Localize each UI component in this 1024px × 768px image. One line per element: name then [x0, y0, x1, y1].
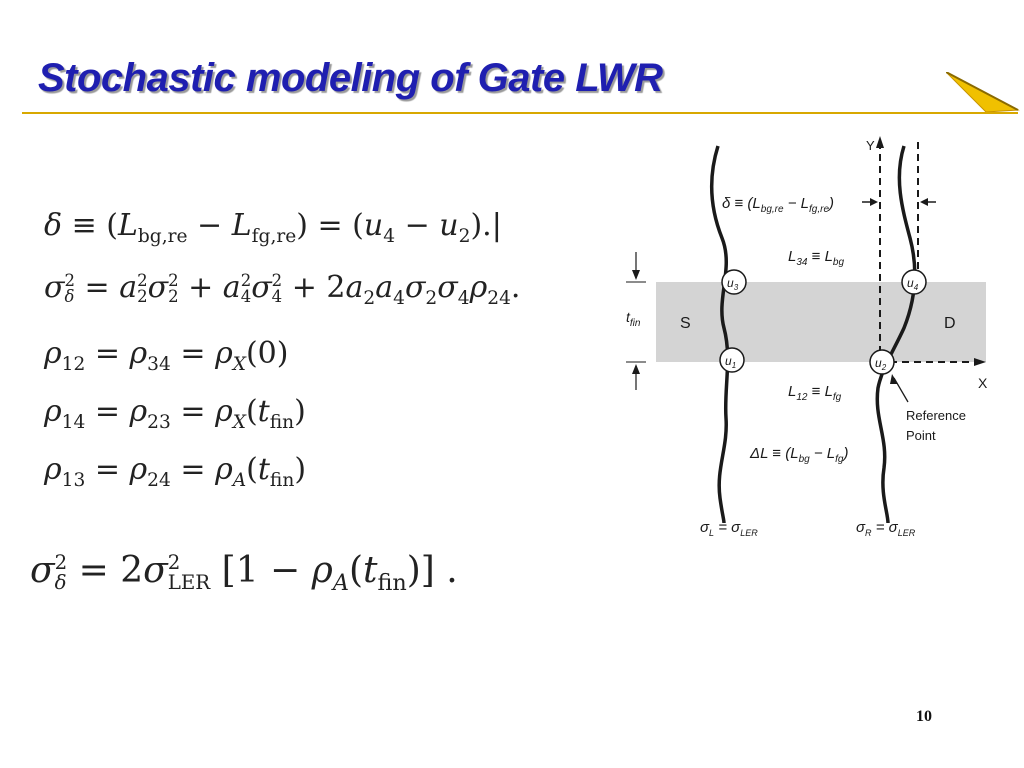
page-number: 10 — [916, 708, 932, 725]
tfin-label: tfin — [626, 309, 641, 329]
fin-band — [656, 282, 986, 362]
sigma-right-label: σR = σLER — [856, 519, 916, 538]
right-gate-edge — [875, 145, 917, 524]
sigma-left-label: σL = σLER — [700, 519, 758, 538]
slide-title: Stochastic modeling of Gate LWR — [38, 56, 663, 100]
svg-text:u1: u1 — [725, 354, 736, 370]
gate-lwr-diagram: Y X S D δ ≡ (Lbg,re − Lfg,re) L34 ≡ Lbg … — [626, 136, 988, 538]
u1-node: u1 — [719, 347, 745, 373]
reference-label-line2: Point — [906, 428, 936, 443]
equation-delta-definition: δ ≡ (Lbg,re − Lfg,re) = (u4 − u2).| — [44, 208, 502, 247]
drain-label: D — [944, 315, 956, 332]
source-label: S — [680, 315, 691, 332]
reference-label-line1: Reference — [906, 408, 966, 423]
y-axis-label: Y — [866, 138, 875, 153]
u4-node: u4 — [901, 269, 927, 295]
chevron-decoration-icon — [946, 72, 1020, 113]
u2-node: u2 — [869, 349, 895, 375]
svg-text:u4: u4 — [907, 276, 919, 292]
u3-node: u3 — [721, 269, 747, 295]
delta-label: δ ≡ (Lbg,re − Lfg,re) — [722, 195, 834, 215]
l12-label: L12 ≡ Lfg — [788, 383, 842, 403]
delta-l-label: ΔL ≡ (Lbg − Lfg) — [749, 445, 848, 465]
svg-text:u3: u3 — [727, 276, 739, 292]
equation-rho-13-24: ρ13 = ρ24 = ρA(tfin) — [44, 452, 307, 491]
equation-rho-14-23: ρ14 = ρ23 = ρX(tfin) — [44, 394, 306, 433]
equation-rho-12-34: ρ12 = ρ34 = ρX(0) — [44, 336, 289, 375]
title-divider — [22, 112, 1018, 114]
svg-text:u2: u2 — [875, 356, 887, 372]
l34-label: L34 ≡ Lbg — [788, 248, 844, 268]
x-axis-label: X — [978, 375, 988, 391]
